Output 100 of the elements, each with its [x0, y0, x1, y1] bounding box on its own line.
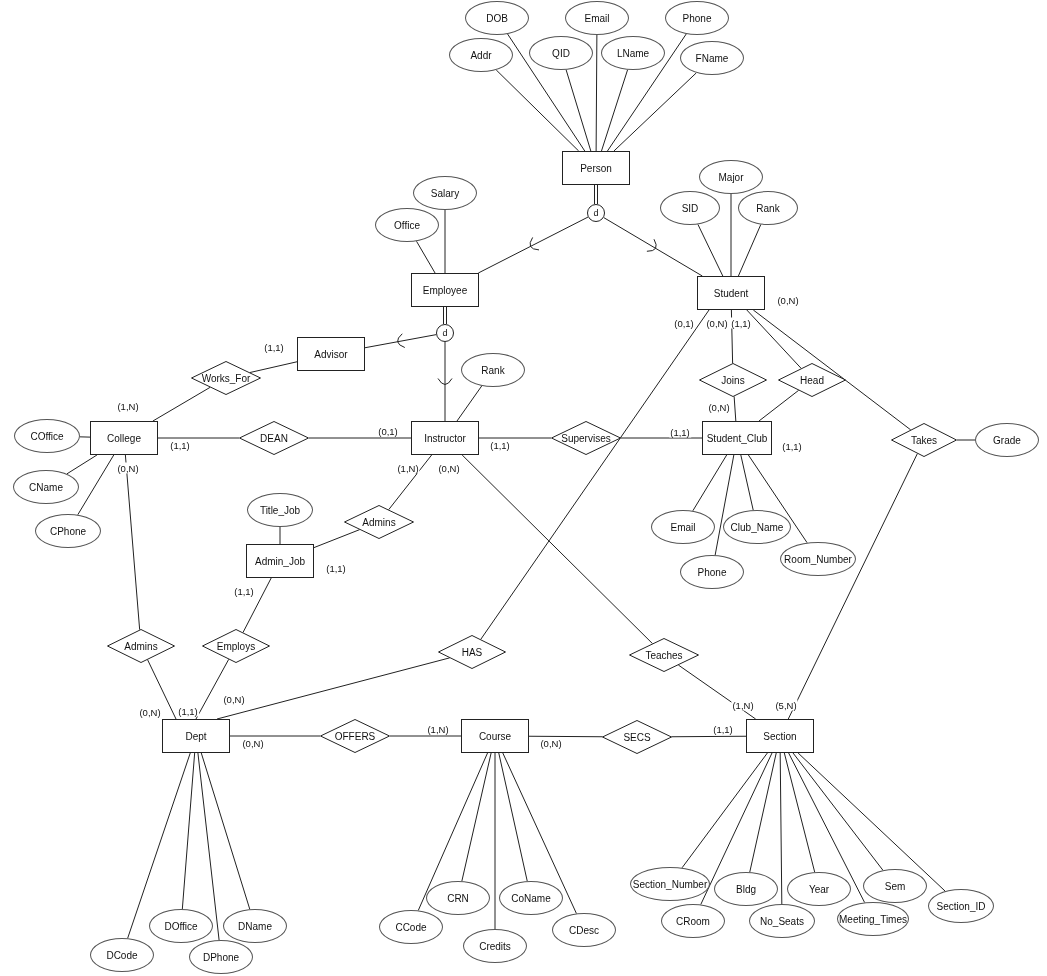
entity-name: Section	[763, 730, 797, 742]
connector-line	[758, 389, 800, 422]
attribute-name: Title_Job	[259, 504, 301, 516]
relationship-name: Head	[800, 374, 824, 386]
disjoint-circle	[587, 204, 605, 222]
connector-line	[364, 334, 437, 349]
connector-line	[737, 224, 762, 277]
entity-box	[461, 719, 529, 753]
cardinality-label: (1,1)	[730, 317, 752, 329]
attribute-name: Phone	[682, 12, 712, 24]
cardinality-label: (1,1)	[233, 585, 255, 597]
attribute-name: Meeting_Times	[839, 913, 907, 925]
cardinality-label: (1,1)	[169, 439, 191, 451]
attribute-name: LName	[616, 47, 650, 59]
entity-box	[297, 337, 365, 371]
connector-line	[783, 752, 816, 873]
cardinality-label: (5,N)	[774, 699, 798, 711]
attribute-name: DOB	[486, 12, 508, 24]
entity-box	[697, 276, 765, 310]
entity-box	[162, 719, 230, 753]
connector-line	[417, 752, 488, 911]
connector-line	[200, 752, 251, 910]
connector-line	[197, 752, 220, 941]
attribute-ellipse	[837, 902, 909, 936]
connector-line	[613, 72, 697, 152]
attribute-name: Email	[670, 521, 696, 533]
connector-line	[749, 752, 777, 873]
relationship-diamond	[778, 363, 846, 397]
relationship-name: DEAN	[260, 432, 288, 444]
connector-line	[746, 309, 802, 369]
attribute-name: Section_Number	[632, 878, 708, 890]
relationship-diamond	[344, 505, 414, 539]
attribute-name: QID	[552, 47, 570, 59]
entity-box	[411, 273, 479, 307]
attribute-name: DOffice	[164, 920, 198, 932]
relationship-name: Admins	[124, 640, 158, 652]
relationship-name: SECS	[623, 731, 651, 743]
relationship-diamond	[107, 629, 175, 663]
entity-name: Employee	[422, 284, 468, 296]
connector-line	[388, 454, 433, 511]
connector-line	[528, 735, 603, 738]
cardinality-label: (1,1)	[325, 562, 347, 574]
attribute-ellipse	[375, 208, 439, 242]
connector-line	[66, 454, 98, 475]
connector-line	[229, 735, 321, 737]
attribute-name: Rank	[756, 202, 780, 214]
attribute-name: Rank	[481, 364, 505, 376]
connector-line	[79, 436, 91, 438]
attribute-name: Phone	[697, 566, 727, 578]
connector-line	[456, 385, 483, 422]
connector-line	[389, 735, 462, 737]
connector-line	[444, 341, 446, 422]
attribute-name: DName	[238, 920, 272, 932]
attribute-ellipse	[714, 872, 778, 906]
attribute-ellipse	[449, 38, 513, 72]
cardinality-label: (0,N)	[138, 706, 162, 718]
relationship-diamond	[239, 421, 309, 455]
connector-line	[956, 439, 976, 441]
attribute-ellipse	[149, 909, 213, 943]
connector-line	[461, 454, 653, 645]
relationship-diamond	[602, 720, 672, 754]
attribute-ellipse	[413, 176, 477, 210]
cardinality-label: (1,N)	[731, 699, 755, 711]
connector-line	[308, 437, 412, 439]
attribute-ellipse	[379, 910, 443, 944]
attribute-name: CRN	[447, 892, 469, 904]
relationship-diamond	[202, 629, 270, 663]
connector-line	[594, 184, 598, 205]
connector-line	[181, 752, 196, 910]
attribute-ellipse	[630, 867, 710, 901]
attribute-ellipse	[499, 881, 563, 915]
relationship-name: Joins	[721, 374, 745, 386]
attribute-name: DCode	[106, 949, 138, 961]
connector-line	[480, 309, 710, 640]
connector-line	[313, 529, 361, 549]
attribute-ellipse	[738, 191, 798, 225]
connector-line	[279, 526, 281, 545]
relationship-name: Takes	[910, 434, 938, 446]
attribute-name: COffice	[30, 430, 64, 442]
attribute-ellipse	[749, 904, 815, 938]
entity-name: Student_Club	[706, 432, 768, 444]
cardinality-label: (0,N)	[437, 462, 461, 474]
relationship-name: OFFERS	[334, 730, 376, 742]
attribute-ellipse	[699, 160, 763, 194]
attribute-name: Room_Number	[784, 553, 852, 565]
attribute-name: Year	[808, 883, 830, 895]
cardinality-label: (1,1)	[712, 723, 734, 735]
entity-name: Course	[478, 730, 512, 742]
connector-line	[620, 437, 703, 439]
attribute-name: SID	[681, 202, 699, 214]
attribute-name: CCode	[395, 921, 427, 933]
attribute-name: No_Seats	[760, 915, 804, 927]
connector-line	[147, 659, 177, 720]
attribute-ellipse	[780, 542, 856, 576]
connector-line	[77, 454, 115, 516]
cardinality-label: (1,1)	[263, 341, 285, 353]
connector-line	[444, 209, 446, 274]
attribute-ellipse	[223, 909, 287, 943]
connector-line	[671, 735, 747, 738]
entity-box	[562, 151, 630, 185]
